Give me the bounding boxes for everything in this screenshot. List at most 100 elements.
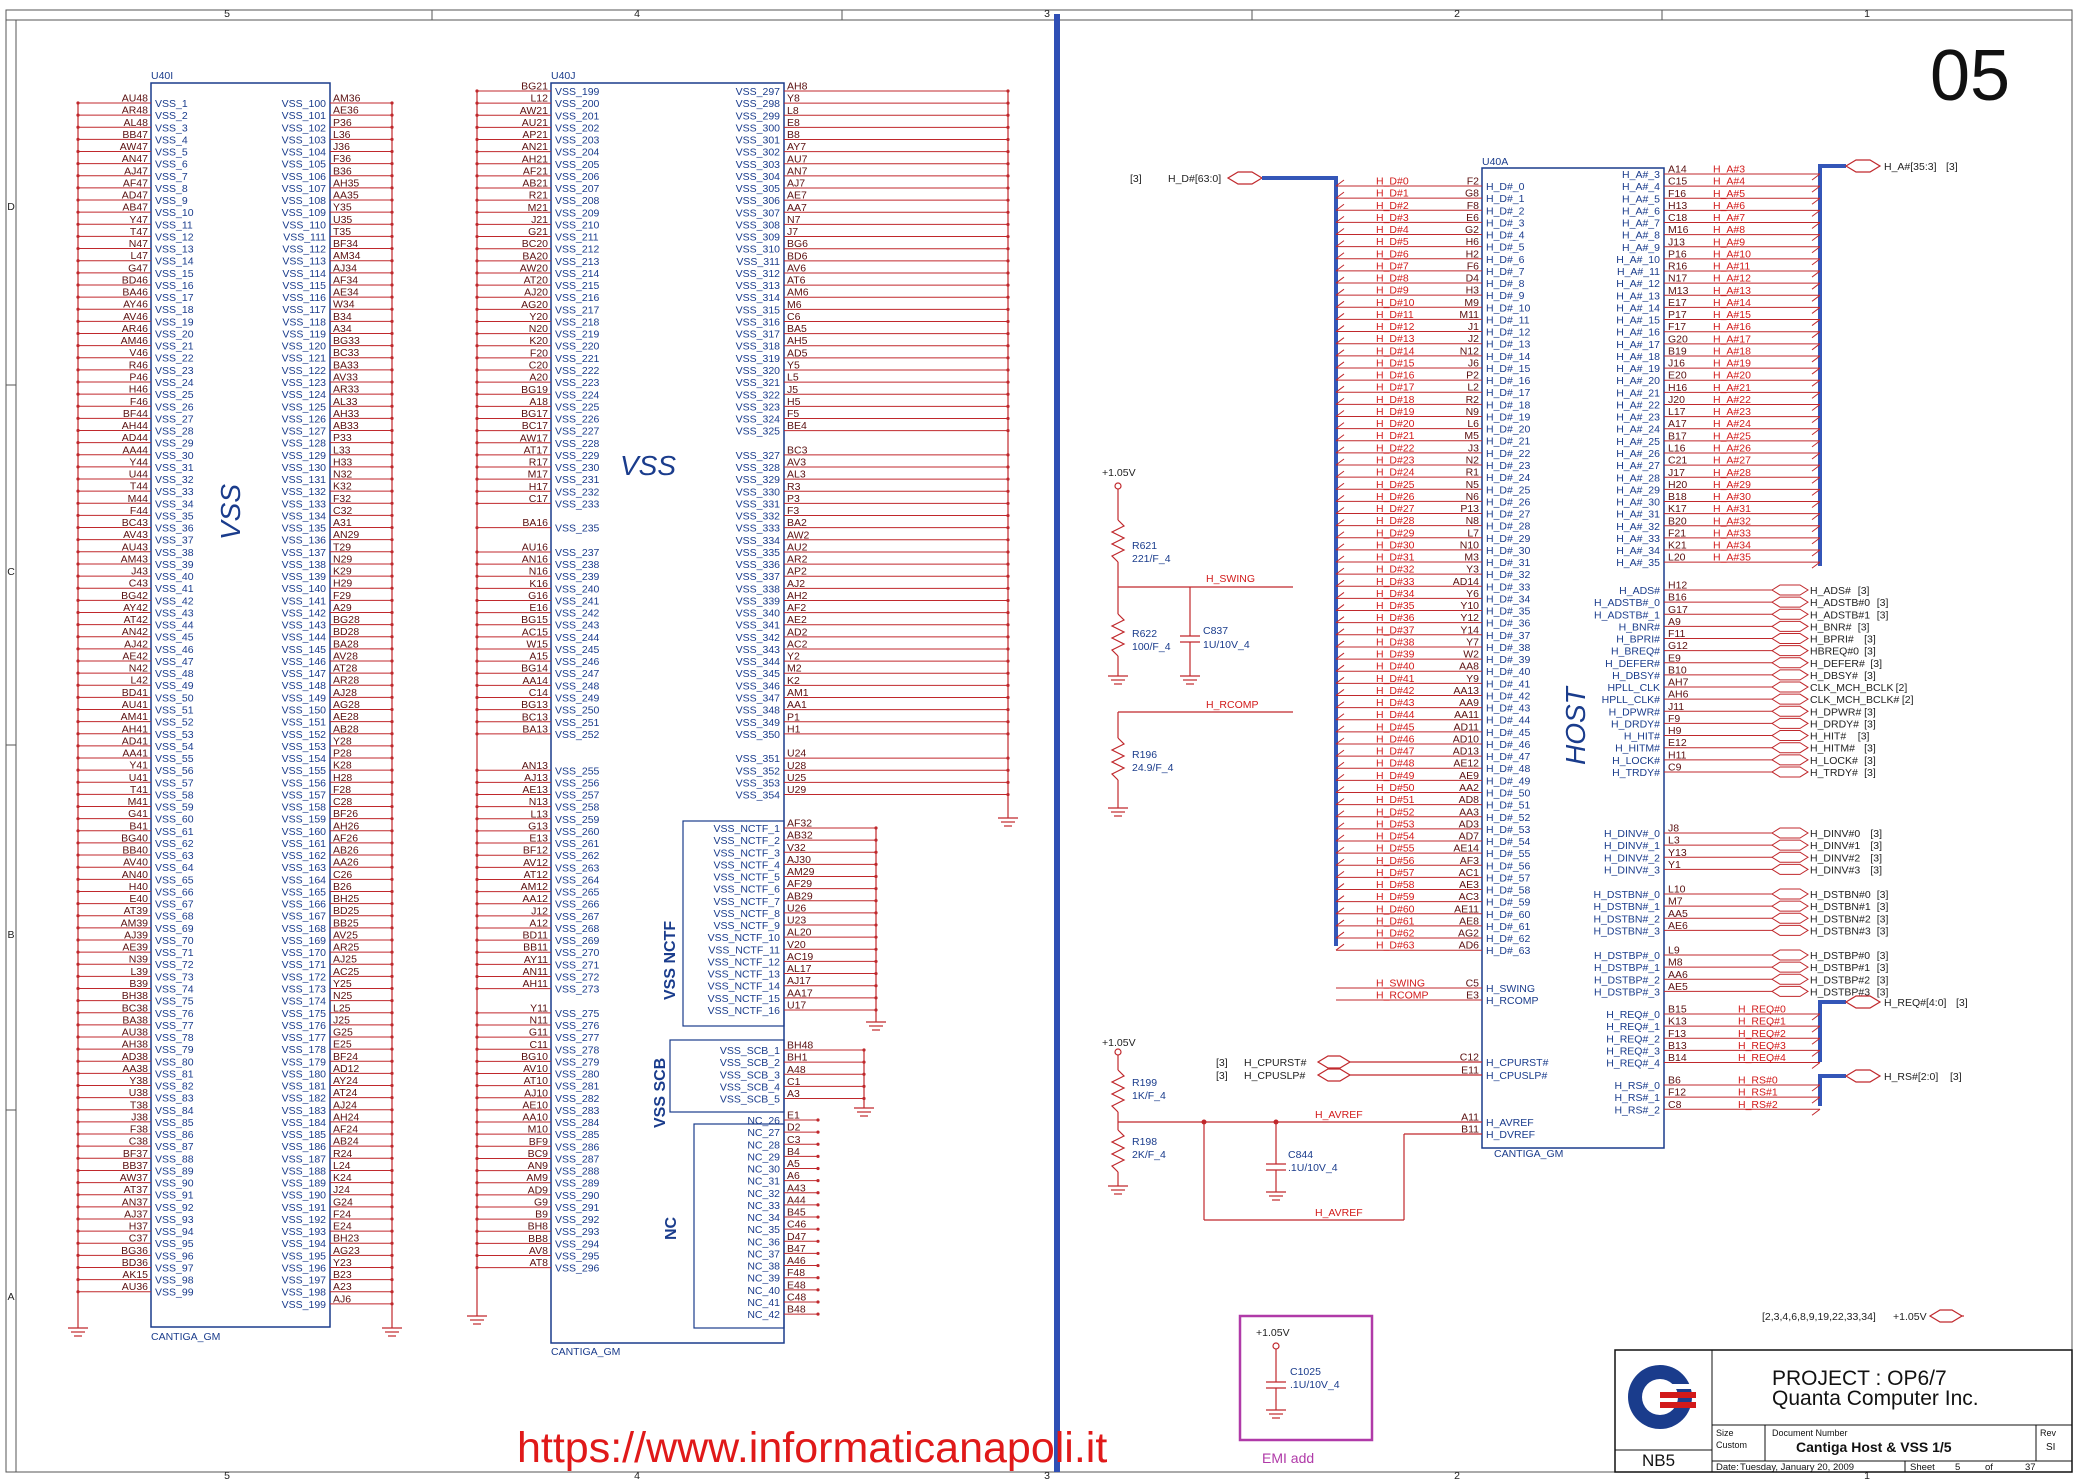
pin-number: K28 <box>333 760 352 772</box>
pin-name: VSS_26 <box>155 401 194 413</box>
pin-number: AE8 <box>1459 915 1479 927</box>
pin-number: L2 <box>1467 382 1479 394</box>
bus-entry <box>1335 240 1345 248</box>
net-swing-label: H_SWING <box>1206 573 1255 585</box>
pin-number: BG19 <box>521 384 548 396</box>
pin-name: H_DSTBN#_1 <box>1593 901 1660 913</box>
pin-number: N17 <box>1668 273 1687 285</box>
pin-name: VSS_23 <box>155 365 194 377</box>
pin-number: AH41 <box>122 723 148 735</box>
bus-entry <box>1811 246 1821 254</box>
pin-number: B10 <box>1668 664 1687 676</box>
pin-number: BD28 <box>333 626 359 638</box>
sheet-ref: [3] <box>1870 864 1882 876</box>
scb-label: VSS SCB <box>652 1058 669 1128</box>
net-label: H_A#22 <box>1713 394 1751 406</box>
pin-name: VSS_133 <box>282 498 327 510</box>
pin-number: AJ20 <box>524 287 548 299</box>
pin-number: A3 <box>787 1088 800 1100</box>
net-label: H_D#0 <box>1376 176 1409 188</box>
pin-number: G13 <box>528 820 548 832</box>
pin-name: VSS_205 <box>555 159 600 171</box>
net-label: H_DSTBP#0 <box>1810 950 1870 962</box>
pin-number: C26 <box>333 869 352 881</box>
pin-number: AE7 <box>787 190 807 202</box>
pin-number: C6 <box>787 311 801 323</box>
pin-name: H_A#_26 <box>1616 448 1660 460</box>
net-label: H_A#4 <box>1713 176 1745 188</box>
pin-number: AU16 <box>522 541 548 553</box>
pin-number: BD25 <box>333 905 359 917</box>
bus-entry <box>1335 676 1345 684</box>
pin-number: AA44 <box>122 444 148 456</box>
pin-number: AN29 <box>333 529 359 541</box>
bus-entry <box>1335 179 1345 187</box>
pin-name: VSS_78 <box>155 1032 194 1044</box>
pin-name: H_D#_1 <box>1486 193 1525 205</box>
pin-number: AE34 <box>333 287 359 299</box>
pin-name: VSS_352 <box>736 765 781 777</box>
net-label: H_D#27 <box>1376 503 1415 515</box>
pin-number: BA20 <box>522 250 548 262</box>
net-label: H_D#4 <box>1376 224 1409 236</box>
pin-number: AH7 <box>1668 677 1689 689</box>
pin-number: L7 <box>1467 527 1479 539</box>
pin-number: B23 <box>333 1269 352 1281</box>
pin-number: B47 <box>787 1243 806 1255</box>
offpage-connector <box>1771 620 1809 632</box>
pin-number: AD44 <box>122 432 148 444</box>
pin-number: AJ28 <box>333 687 357 699</box>
net-label: H_D#10 <box>1376 297 1415 309</box>
pin-number: T35 <box>333 226 351 238</box>
pin-name: VSS_51 <box>155 705 194 717</box>
pin-number: L25 <box>333 1002 351 1014</box>
pin-name: VSS_200 <box>555 98 600 110</box>
pin-name: VSS_165 <box>282 886 327 898</box>
net-label: H_A#9 <box>1713 236 1745 248</box>
pin-number: AB47 <box>122 202 148 214</box>
pin-number: AV28 <box>333 650 358 662</box>
pin-name: VSS_230 <box>555 462 600 474</box>
pin-name: H_D#_0 <box>1486 181 1525 193</box>
pin-name: VSS_212 <box>555 244 600 256</box>
pin-number: AV12 <box>523 857 548 869</box>
pin-name: NC_37 <box>747 1248 780 1260</box>
pin-name: VSS_324 <box>736 414 781 426</box>
r621-value: 221/F_4 <box>1132 553 1171 565</box>
bus-entry <box>1335 628 1345 636</box>
u40a-part-name: CANTIGA_GM <box>1494 1148 1563 1160</box>
pin-number: L47 <box>130 250 148 262</box>
offpage-connector <box>1771 827 1809 839</box>
pin-name: H_D#_22 <box>1486 448 1531 460</box>
net-label: H_DSTBN#1 <box>1810 901 1871 913</box>
net-label: H_HITM# <box>1810 743 1855 755</box>
supply-105-dot-2 <box>1114 1048 1122 1056</box>
pin-number: AJ10 <box>524 1087 548 1099</box>
pin-name: VSS_242 <box>555 608 600 620</box>
pin-number: J2 <box>1468 333 1479 345</box>
pin-number: Y20 <box>529 311 548 323</box>
pin-number: Y8 <box>787 93 800 105</box>
pin-number: BD41 <box>122 687 148 699</box>
pin-number: B6 <box>1668 1075 1681 1087</box>
pin-number: AA41 <box>122 748 148 760</box>
pin-number: AD10 <box>1453 733 1479 745</box>
pin-number: A48 <box>787 1064 806 1076</box>
pin-name: VSS_303 <box>736 159 781 171</box>
net-label: H_D#50 <box>1376 782 1415 794</box>
pin-name: H_A#_20 <box>1616 375 1660 387</box>
pin-name: VSS_279 <box>555 1056 600 1068</box>
pin-name: H_D#_19 <box>1486 411 1531 423</box>
pin-name: VSS_37 <box>155 535 194 547</box>
pin-name: H_ADS# <box>1619 585 1660 597</box>
pin-name: VSS_269 <box>555 935 600 947</box>
pin-number: R46 <box>129 359 148 371</box>
pin-name: H_BREQ# <box>1611 646 1660 658</box>
pin-name: VSS_89 <box>155 1165 194 1177</box>
net-label: H_D#60 <box>1376 903 1415 915</box>
pin-name: H_DPWR# <box>1609 706 1661 718</box>
pin-name: H_D#_38 <box>1486 642 1531 654</box>
bus-entry <box>1335 215 1345 223</box>
